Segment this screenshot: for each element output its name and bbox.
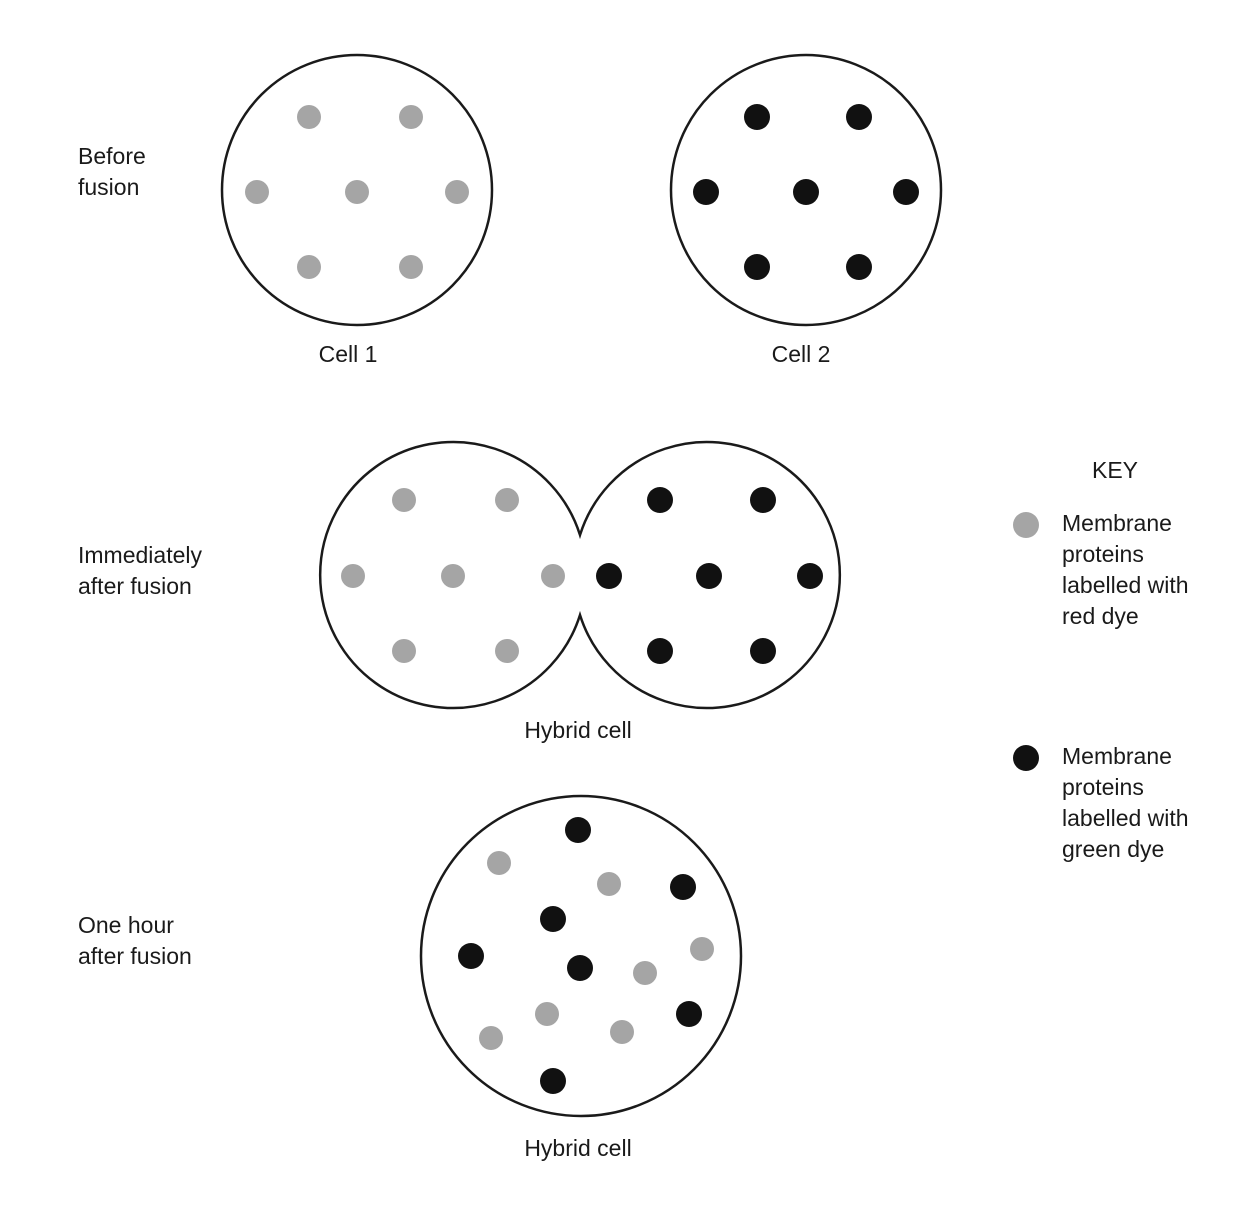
stage-label-line: One hour	[78, 912, 174, 938]
red-dye-protein	[399, 105, 423, 129]
key-red-dye-label: Membrane proteins labelled with red dye	[1062, 508, 1189, 632]
green-dye-protein	[647, 638, 673, 664]
green-dye-protein	[458, 943, 484, 969]
green-dye-protein	[744, 254, 770, 280]
key-label-line: green dye	[1062, 836, 1165, 862]
key-green-dye-marker	[1013, 745, 1039, 771]
cell-2	[669, 53, 943, 327]
red-dye-protein	[633, 961, 657, 985]
key-red-dye-marker	[1013, 512, 1039, 538]
hybrid-cell-one-hour-label: Hybrid cell	[524, 1135, 632, 1161]
stage-label-line: after fusion	[78, 943, 192, 969]
hybrid-cell-immediate-label: Hybrid cell	[524, 717, 632, 743]
red-dye-protein	[245, 180, 269, 204]
red-dye-protein	[610, 1020, 634, 1044]
hybrid-cell-one-hour-membrane	[419, 794, 743, 1118]
key-label-line: Membrane	[1062, 743, 1172, 769]
red-dye-protein	[495, 488, 519, 512]
red-dye-protein	[479, 1026, 503, 1050]
hybrid-cell-one-hour	[419, 794, 743, 1118]
red-dye-protein	[345, 180, 369, 204]
cell-2-membrane	[669, 53, 943, 327]
green-dye-protein	[693, 179, 719, 205]
red-dye-protein	[399, 255, 423, 279]
hybrid-cell-immediate	[318, 440, 842, 710]
green-dye-protein	[744, 104, 770, 130]
green-dye-protein	[540, 1068, 566, 1094]
green-dye-protein	[750, 487, 776, 513]
green-dye-protein	[750, 638, 776, 664]
green-dye-protein	[540, 906, 566, 932]
key-label-line: red dye	[1062, 603, 1139, 629]
stage-label-before-fusion: Before fusion	[78, 141, 146, 203]
green-dye-protein	[647, 487, 673, 513]
green-dye-protein	[676, 1001, 702, 1027]
stage-label-line: after fusion	[78, 573, 192, 599]
green-dye-protein	[567, 955, 593, 981]
red-dye-protein	[597, 872, 621, 896]
green-dye-protein	[596, 563, 622, 589]
red-dye-protein	[445, 180, 469, 204]
stage-label-line: Before	[78, 143, 146, 169]
red-dye-protein	[392, 639, 416, 663]
red-dye-protein	[487, 851, 511, 875]
key-label-line: proteins	[1062, 541, 1144, 567]
stage-label-immediately-after-fusion: Immediately after fusion	[78, 540, 202, 602]
red-dye-protein	[690, 937, 714, 961]
green-dye-protein	[565, 817, 591, 843]
red-dye-protein	[297, 255, 321, 279]
green-dye-protein	[797, 563, 823, 589]
green-dye-protein	[893, 179, 919, 205]
red-dye-protein	[541, 564, 565, 588]
key-label-line: labelled with	[1062, 805, 1189, 831]
key-label-line: proteins	[1062, 774, 1144, 800]
cell-1	[220, 53, 494, 327]
red-dye-protein	[392, 488, 416, 512]
stage-label-line: Immediately	[78, 542, 202, 568]
green-dye-protein	[793, 179, 819, 205]
green-dye-protein	[696, 563, 722, 589]
red-dye-protein	[341, 564, 365, 588]
stage-label-one-hour-after-fusion: One hour after fusion	[78, 910, 192, 972]
key-green-dye-label: Membrane proteins labelled with green dy…	[1062, 741, 1189, 865]
green-dye-protein	[846, 254, 872, 280]
cell-2-label: Cell 2	[771, 341, 831, 367]
hybrid-cell-immediate-membrane	[318, 440, 842, 710]
key-title: KEY	[1092, 457, 1139, 483]
red-dye-protein	[441, 564, 465, 588]
stage-label-line: fusion	[78, 174, 140, 200]
key-label-line: labelled with	[1062, 572, 1189, 598]
red-dye-protein	[535, 1002, 559, 1026]
cell-1-membrane	[220, 53, 494, 327]
red-dye-protein	[297, 105, 321, 129]
cell-1-label: Cell 1	[318, 341, 378, 367]
key-label-line: Membrane	[1062, 510, 1172, 536]
green-dye-protein	[670, 874, 696, 900]
red-dye-protein	[495, 639, 519, 663]
green-dye-protein	[846, 104, 872, 130]
